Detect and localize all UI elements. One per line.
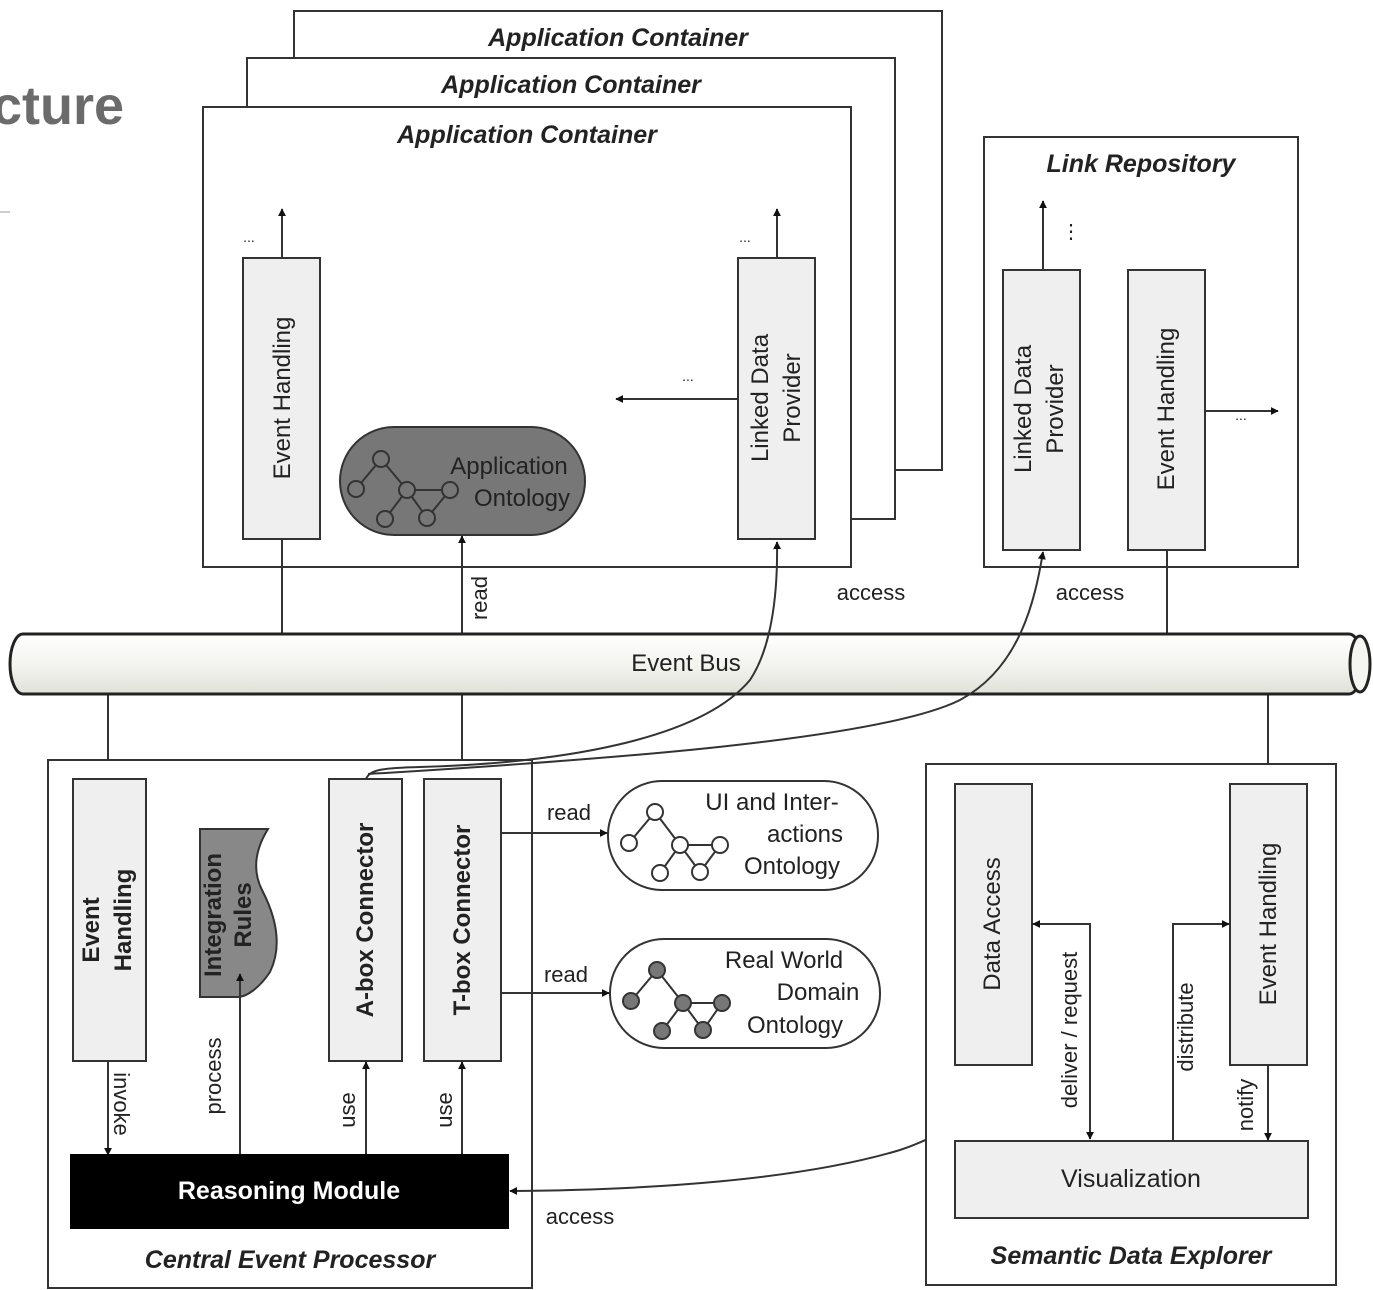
- tbox-connector: [423, 778, 502, 1062]
- application-ontology: [339, 426, 586, 536]
- application-container-back-title: Application Container: [487, 24, 749, 52]
- slide-title-text: cture: [0, 76, 124, 136]
- real-world-ontology-graph-icon: [622, 961, 731, 1040]
- abox-access-repo-ldp-arrow: [367, 551, 1046, 775]
- semantic-data-explorer: Semantic Data Explorer Data Access Event…: [925, 763, 1337, 1286]
- real-world-ontology-label-line1: Real World: [725, 947, 843, 974]
- app-ldp-label-line2: Provider: [779, 353, 806, 442]
- central-event-processor: Central Event Processor Event Handling i…: [47, 759, 533, 1289]
- invoke-label: invoke: [109, 1072, 134, 1136]
- deliver-request-label: deliver / request: [1057, 952, 1082, 1109]
- app-event-handling-label: Event Handling: [269, 317, 296, 480]
- use-label-tbox: use: [432, 1092, 457, 1127]
- tbox-connector-label: T-box Connector: [449, 825, 476, 1016]
- sde-visualization-label: Visualization: [1061, 1165, 1201, 1193]
- sde-visualization: [954, 1140, 1309, 1219]
- sde-data-access-label: Data Access: [979, 857, 1006, 990]
- abox-connector-label: A-box Connector: [352, 823, 379, 1018]
- link-repository-title: Link Repository: [1047, 150, 1237, 178]
- abox-connector: [328, 778, 403, 1062]
- application-ontology-graph-icon: [347, 450, 459, 528]
- application-container-middle-title: Application Container: [440, 71, 702, 99]
- ui-ontology-graph-icon: [620, 803, 729, 882]
- data-access-to-reasoning-arrow: [509, 1064, 994, 1195]
- cep-event-handling-label-line2: Handling: [110, 869, 137, 972]
- abox-access-app-ldp-arrow: [365, 541, 782, 780]
- repo-ldp-label-line1: Linked Data: [1010, 344, 1037, 473]
- distribute-arrow: [1172, 920, 1230, 1141]
- distribute-label: distribute: [1173, 982, 1198, 1071]
- sde-title: Semantic Data Explorer: [991, 1242, 1273, 1270]
- read-label-2: read: [547, 800, 591, 825]
- repo-event-handling-label: Event Handling: [1153, 328, 1180, 491]
- ui-ontology-label-line1: UI and Inter-: [705, 789, 838, 816]
- notify-label: notify: [1233, 1079, 1258, 1132]
- slide-title-fragment: cture: [0, 76, 124, 213]
- event-bus: Event Bus: [8, 632, 1372, 696]
- integration-rules: [199, 828, 278, 998]
- ellipsis-2: ...: [739, 229, 751, 245]
- access-label-3: access: [546, 1204, 614, 1229]
- ui-interactions-ontology: UI and Inter- actions Ontology: [607, 780, 879, 891]
- application-container-front-title: Application Container: [396, 121, 658, 149]
- read-label-3: read: [544, 962, 588, 987]
- read-label-1: read: [467, 576, 492, 620]
- event-bus-label: Event Bus: [631, 650, 740, 677]
- ellipsis-1: ...: [243, 229, 255, 245]
- cep-event-handling-label-line1: Event: [78, 897, 105, 962]
- process-label: process: [201, 1037, 226, 1114]
- integration-rules-label-line2: Rules: [230, 882, 257, 947]
- application-ontology-label-line1: Application: [450, 453, 567, 480]
- app-linked-data-provider: [737, 257, 816, 540]
- sde-event-handling-label: Event Handling: [1255, 843, 1282, 1006]
- integration-rules-label-line1: Integration: [200, 853, 227, 977]
- ellipsis-vertical: ⋮: [1061, 221, 1081, 243]
- app-ldp-label-line1: Linked Data: [747, 333, 774, 462]
- event-bus-pipe-end: [1348, 634, 1372, 694]
- ellipsis-4: ...: [1235, 407, 1247, 423]
- reasoning-module: [70, 1154, 509, 1229]
- real-world-domain-ontology: Real World Domain Ontology: [609, 938, 881, 1049]
- real-world-ontology-label-line2: Domain: [777, 979, 860, 1006]
- sde-event-handling: [1229, 783, 1308, 1066]
- deliver-request-arrow: [1032, 920, 1094, 1140]
- cep-title: Central Event Processor: [145, 1246, 437, 1274]
- application-ontology-label-line2: Ontology: [474, 485, 570, 512]
- real-world-ontology-shape: [609, 938, 881, 1049]
- access-label-1: access: [837, 580, 905, 605]
- application-container-stack: Application Container Application Contai…: [202, 10, 943, 568]
- sde-data-access: [954, 783, 1033, 1066]
- repo-ldp-label-line2: Provider: [1042, 364, 1069, 453]
- ellipsis-3: ...: [682, 368, 694, 384]
- repo-event-handling: [1127, 269, 1206, 551]
- repo-linked-data-provider: [1002, 269, 1081, 551]
- app-event-handling: [242, 257, 321, 540]
- use-label-abox: use: [335, 1092, 360, 1127]
- access-label-2: access: [1056, 580, 1124, 605]
- link-repository: Link Repository Linked Data Provider ⋮ E…: [983, 136, 1299, 568]
- ui-ontology-label-line2: actions: [767, 821, 843, 848]
- cep-event-handling: [72, 778, 147, 1062]
- real-world-ontology-label-line3: Ontology: [747, 1012, 843, 1039]
- ui-ontology-shape: [607, 780, 879, 891]
- reasoning-module-label: Reasoning Module: [178, 1177, 400, 1205]
- ui-ontology-label-line3: Ontology: [744, 853, 840, 880]
